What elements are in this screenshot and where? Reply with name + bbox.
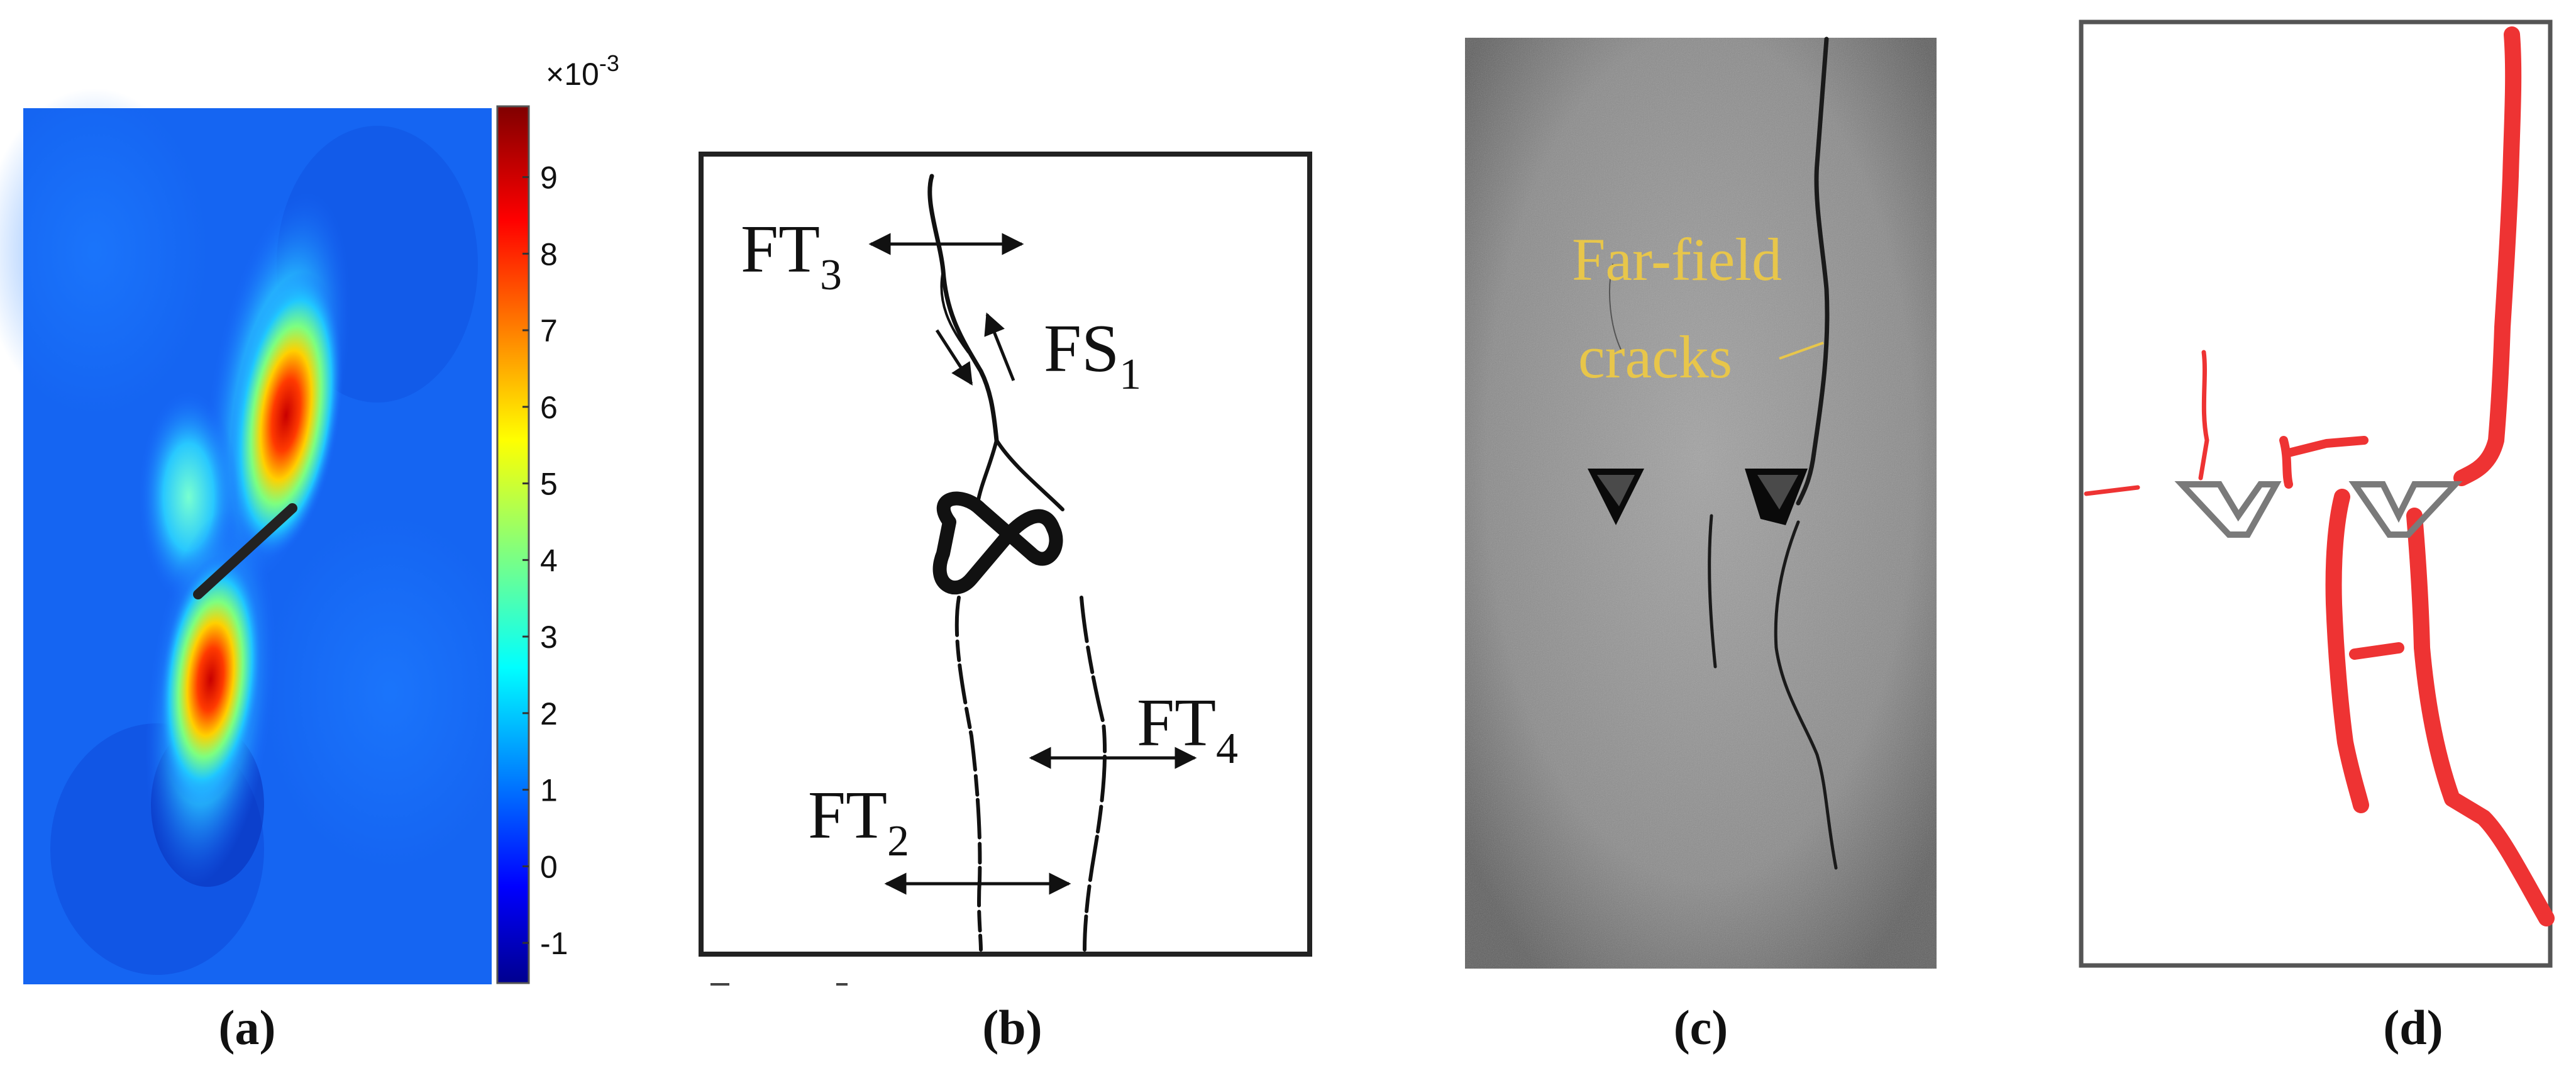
panel-c: Far-field cracks (c) [1465, 36, 1937, 1055]
colorbar-tick-label: 0 [540, 849, 558, 884]
label-ft4: FT4 [1137, 686, 1238, 773]
panel-d: (d) [2079, 19, 2555, 1055]
colorbar-tick-label: 6 [540, 390, 558, 425]
colorbar-tick-label: -1 [540, 926, 568, 961]
colorbar-exponent: ×10-3 [546, 50, 619, 92]
colorbar-tick-label: 1 [540, 773, 558, 808]
v-flaws [2174, 481, 2463, 538]
panel-b: FT3 FS1 FT4 FT2 (b) [699, 152, 1312, 1055]
flaw-line [193, 503, 297, 599]
caption-d: (d) [2383, 1000, 2443, 1055]
colorbar-tick-label: 2 [540, 696, 558, 731]
label-fs1: FS1 [1044, 311, 1141, 399]
crack-traces [2084, 26, 2555, 926]
caption-c: (c) [1674, 1000, 1728, 1055]
colorbar-tick-label: 3 [540, 620, 558, 655]
v-flaw-left-icon [2174, 481, 2282, 538]
panel-a: 9 8 7 6 5 4 3 2 1 0 -1 ×10-3 (a) [0, 50, 619, 1055]
panel-b-frame [699, 152, 1312, 957]
annotation-cracks: cracks [1578, 323, 1732, 391]
colorbar-tick-label: 7 [540, 313, 558, 348]
annotation-far-field: Far-field [1572, 226, 1782, 293]
arrows [868, 233, 1197, 895]
v-flaw-right-icon [2348, 481, 2463, 538]
caption-b: (b) [982, 1000, 1042, 1055]
label-ft2: FT2 [808, 778, 909, 865]
strain-field-map [0, 88, 516, 984]
colorbar: 9 8 7 6 5 4 3 2 1 0 -1 ×10-3 [496, 50, 619, 984]
colorbar-tick-label: 4 [540, 543, 558, 578]
label-ft3: FT3 [741, 212, 842, 299]
colorbar-tick-label: 9 [540, 160, 558, 196]
colorbar-tick-label: 8 [540, 236, 558, 272]
colorbar-tick-label: 5 [540, 467, 558, 502]
bowtie-flaw-icon [932, 491, 1063, 595]
crack-paths [927, 174, 1107, 952]
specimen-photo [1465, 36, 1937, 969]
caption-a: (a) [219, 1000, 276, 1055]
annotation-leader [1779, 342, 1824, 360]
